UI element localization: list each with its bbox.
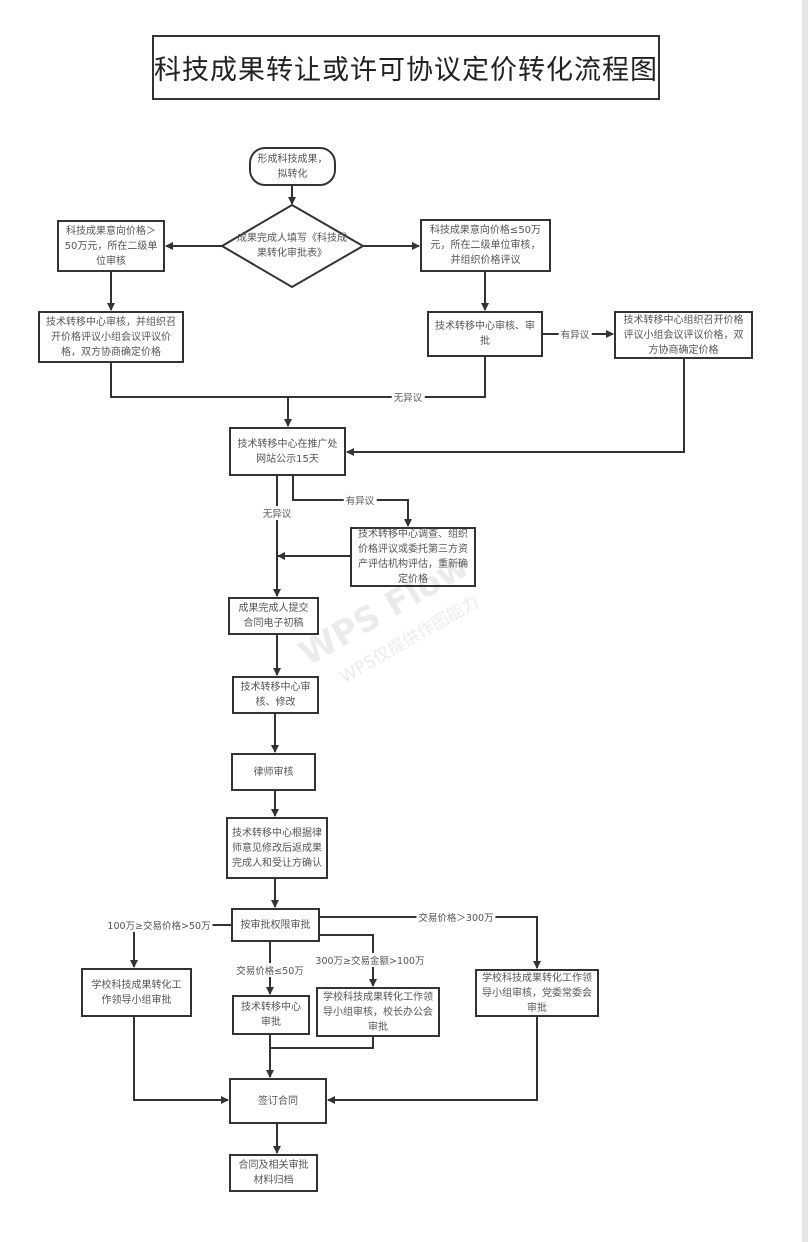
- edge: [346, 359, 685, 456]
- decision-node: 成果完成人填写《科技成果转化审批表》: [237, 233, 347, 259]
- edge: [320, 916, 541, 969]
- node-right-under50: 科技成果意向价格≤50万元，所在二级单位审核，并组织价格评议: [420, 219, 551, 272]
- node-confirm: 技术转移中心根据律师意见修改后返成果完成人和受让方确认: [226, 817, 328, 879]
- node-left-center-review: 技术转移中心审核，并组织召开价格评议小组会议评议价格，双方协商确定价格: [38, 311, 184, 363]
- start-node: 形成科技成果，拟转化: [249, 147, 336, 186]
- node-center-approve: 技术转移中心审批: [232, 995, 310, 1035]
- edge-label-range-100-300: 300万≥交易金额>100万: [313, 953, 427, 967]
- node-right-center-review: 技术转移中心审核、审批: [427, 311, 543, 357]
- edge: [110, 363, 288, 398]
- edge-label-under-50: 交易价格≤50万: [234, 963, 306, 977]
- edge-label-no-objection: 无异议: [391, 390, 425, 404]
- edge-label-no-objection: 无异议: [260, 506, 294, 520]
- edge-label-objection: 有异议: [343, 493, 377, 507]
- node-publicize: 技术转移中心在推广处网站公示15天: [229, 427, 346, 476]
- node-approve-by-authority: 按审批权限审批: [231, 908, 320, 942]
- page-edge: [802, 0, 808, 1242]
- node-center-revise: 技术转移中心审核、修改: [232, 676, 319, 714]
- node-right-price-meeting: 技术转移中心组织召开价格评议小组会议评议价格，双方协商确定价格: [614, 311, 753, 359]
- node-sign: 签订合同: [229, 1078, 327, 1124]
- edge: [133, 1017, 229, 1104]
- node-party-committee-approve: 学校科技成果转化工作领导小组审核，党委常委会审批: [475, 969, 599, 1017]
- edge: [320, 934, 377, 987]
- decision-diamond: [220, 203, 365, 289]
- node-submit-draft: 成果完成人提交合同电子初稿: [228, 597, 319, 635]
- edge: [270, 1037, 374, 1049]
- node-investigate: 技术转移中心调查、组织价格评议或委托第三方资产评估机构评估，重新确定价格: [350, 527, 476, 587]
- node-archive: 合同及相关审批材料归档: [229, 1154, 318, 1192]
- edge-label-objection: 有异议: [558, 327, 592, 341]
- edge-label-over-300: 交易价格＞300万: [416, 910, 496, 924]
- node-left-over50: 科技成果意向价格＞50万元，所在二级单位审核: [57, 220, 165, 272]
- edge-label-range-50-100: 100万≥交易价格>50万: [105, 918, 213, 932]
- node-president-office-approve: 学校科技成果转化工作领导小组审核，校长办公会审批: [316, 987, 440, 1037]
- page-title: 科技成果转让或许可协议定价转化流程图: [152, 35, 660, 100]
- node-school-group-approve: 学校科技成果转化工作领导小组审批: [81, 968, 192, 1017]
- edge: [327, 1017, 538, 1104]
- node-lawyer-review: 律师审核: [231, 753, 316, 791]
- edge: [288, 357, 486, 398]
